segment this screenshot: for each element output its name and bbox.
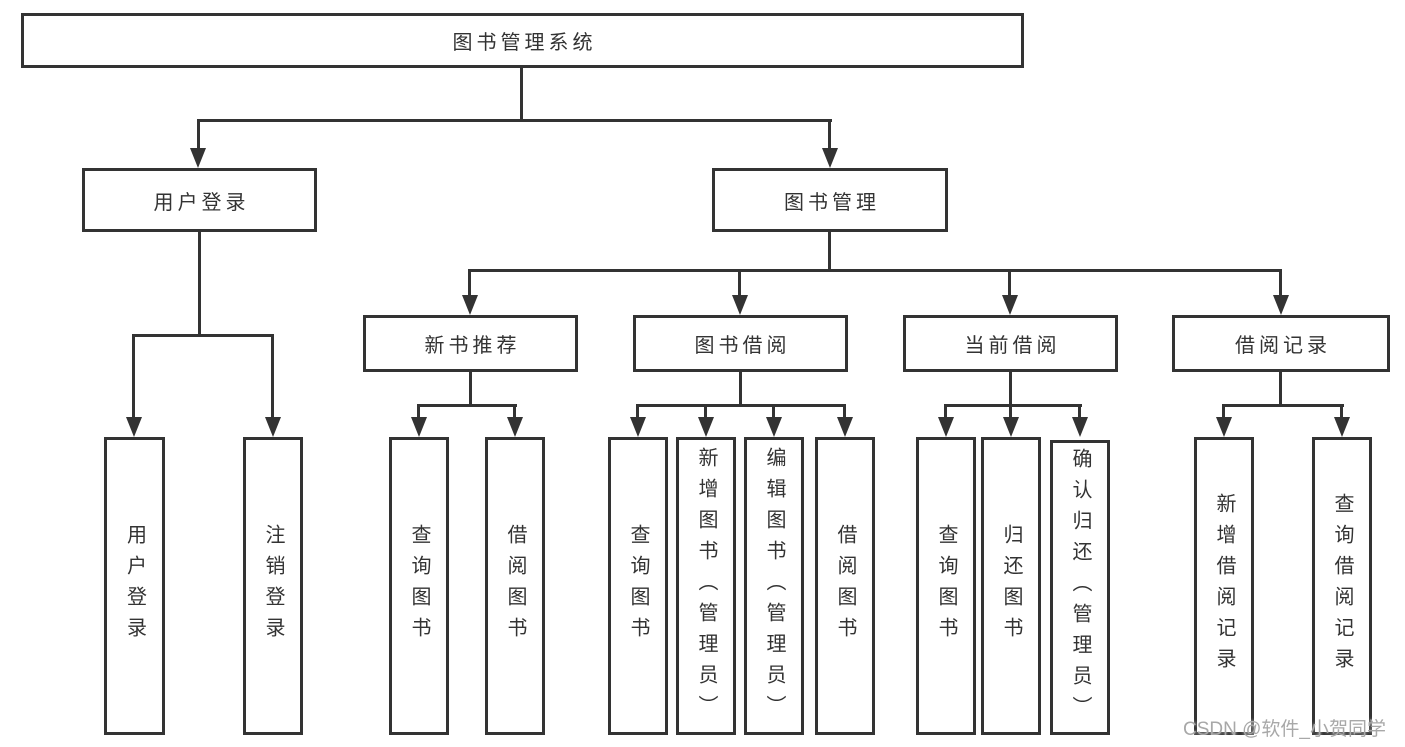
- node-label: 新增借阅记录: [1213, 493, 1235, 679]
- node-label: 新增图书（管理员）: [695, 446, 717, 726]
- node-library-system: 图书管理系统: [21, 13, 1024, 68]
- node-label: 用户登录: [153, 191, 250, 214]
- connector-arrow: [1072, 417, 1088, 437]
- node-label: 查询图书: [627, 524, 649, 648]
- connector-vline: [828, 232, 831, 270]
- node-query-borrow-record: 查询借阅记录: [1312, 437, 1372, 735]
- connector-hline: [197, 119, 832, 122]
- connector-vline: [1340, 404, 1343, 419]
- connector-vline: [1279, 371, 1282, 407]
- connector-arrow: [1273, 295, 1289, 315]
- node-label: 借阅图书: [504, 524, 526, 648]
- node-label: 查询图书: [408, 524, 430, 648]
- node-book-management: 图书管理: [712, 168, 948, 232]
- node-label: 注销登录: [262, 524, 284, 648]
- connector-arrow: [265, 417, 281, 437]
- node-add-book-admin: 新增图书（管理员）: [676, 437, 736, 735]
- node-return-book: 归还图书: [981, 437, 1041, 735]
- connector-vline: [772, 404, 775, 419]
- node-add-borrow-record: 新增借阅记录: [1194, 437, 1254, 735]
- connector-arrow: [462, 295, 478, 315]
- connector-vline: [132, 334, 135, 418]
- node-label: 确认归还（管理员）: [1069, 448, 1091, 727]
- node-label: 新书推荐: [424, 335, 521, 357]
- connector-hline: [636, 404, 846, 407]
- connector-vline: [1009, 371, 1012, 407]
- connector-vline: [198, 232, 201, 335]
- node-user-login: 用户登录: [82, 168, 317, 232]
- connector-arrow: [837, 417, 853, 437]
- connector-vline: [1222, 404, 1225, 419]
- node-label: 用户登录: [123, 524, 146, 648]
- node-query-book: 查询图书: [608, 437, 668, 735]
- node-confirm-return-admin: 确认归还（管理员）: [1050, 440, 1110, 735]
- connector-arrow: [411, 417, 427, 437]
- node-book-borrow: 图书借阅: [633, 315, 848, 372]
- connector-vline: [513, 404, 516, 419]
- node-new-book-recommend: 新书推荐: [363, 315, 578, 372]
- node-edit-book-admin: 编辑图书（管理员）: [744, 437, 804, 735]
- connector-arrow: [1334, 417, 1350, 437]
- connector-arrow: [190, 148, 206, 168]
- connector-vline: [738, 269, 741, 297]
- connector-arrow: [732, 295, 748, 315]
- node-label: 查询借阅记录: [1331, 493, 1353, 679]
- connector-vline: [843, 404, 846, 419]
- node-label: 查询图书: [935, 524, 957, 648]
- node-label: 借阅记录: [1235, 335, 1331, 357]
- node-label: 图书管理: [784, 191, 880, 214]
- connector-vline: [469, 371, 472, 407]
- connector-hline: [1222, 404, 1344, 407]
- connector-vline: [1279, 269, 1282, 297]
- node-borrow-records: 借阅记录: [1172, 315, 1390, 372]
- csdn-watermark: CSDN @软件_小贺同学: [1183, 719, 1386, 740]
- connector-hline: [468, 269, 1282, 272]
- connector-arrow: [1002, 295, 1018, 315]
- connector-vline: [828, 119, 831, 150]
- connector-arrow: [698, 417, 714, 437]
- node-label: 归还图书: [1000, 524, 1022, 648]
- connector-arrow: [822, 148, 838, 168]
- connector-vline: [944, 404, 947, 419]
- node-current-borrow: 当前借阅: [903, 315, 1118, 372]
- node-query-book: 查询图书: [916, 437, 976, 735]
- connector-arrow: [1003, 417, 1019, 437]
- connector-vline: [1078, 404, 1081, 419]
- node-borrow-book: 借阅图书: [815, 437, 875, 735]
- node-label: 借阅图书: [834, 524, 856, 648]
- connector-vline: [636, 404, 639, 419]
- connector-arrow: [1216, 417, 1232, 437]
- node-label: 编辑图书（管理员）: [763, 446, 785, 726]
- connector-hline: [417, 404, 517, 407]
- connector-arrow: [630, 417, 646, 437]
- connector-vline: [1008, 269, 1011, 297]
- node-label: 图书管理系统: [452, 32, 597, 54]
- connector-vline: [1009, 404, 1012, 419]
- node-logout: 注销登录: [243, 437, 303, 735]
- connector-vline: [271, 334, 274, 418]
- node-query-book: 查询图书: [389, 437, 449, 735]
- connector-vline: [417, 404, 420, 419]
- connector-arrow: [766, 417, 782, 437]
- connector-hline: [944, 404, 1082, 407]
- connector-vline: [704, 404, 707, 419]
- connector-vline: [468, 269, 471, 297]
- connector-vline: [197, 119, 200, 150]
- connector-hline: [132, 334, 274, 337]
- node-user-login-leaf: 用户登录: [104, 437, 165, 735]
- connector-vline: [739, 371, 742, 407]
- connector-arrow: [126, 417, 142, 437]
- connector-arrow: [938, 417, 954, 437]
- connector-arrow: [507, 417, 523, 437]
- node-label: 图书借阅: [694, 335, 791, 357]
- node-label: 当前借阅: [964, 335, 1061, 357]
- connector-vline: [520, 68, 523, 120]
- node-borrow-book: 借阅图书: [485, 437, 545, 735]
